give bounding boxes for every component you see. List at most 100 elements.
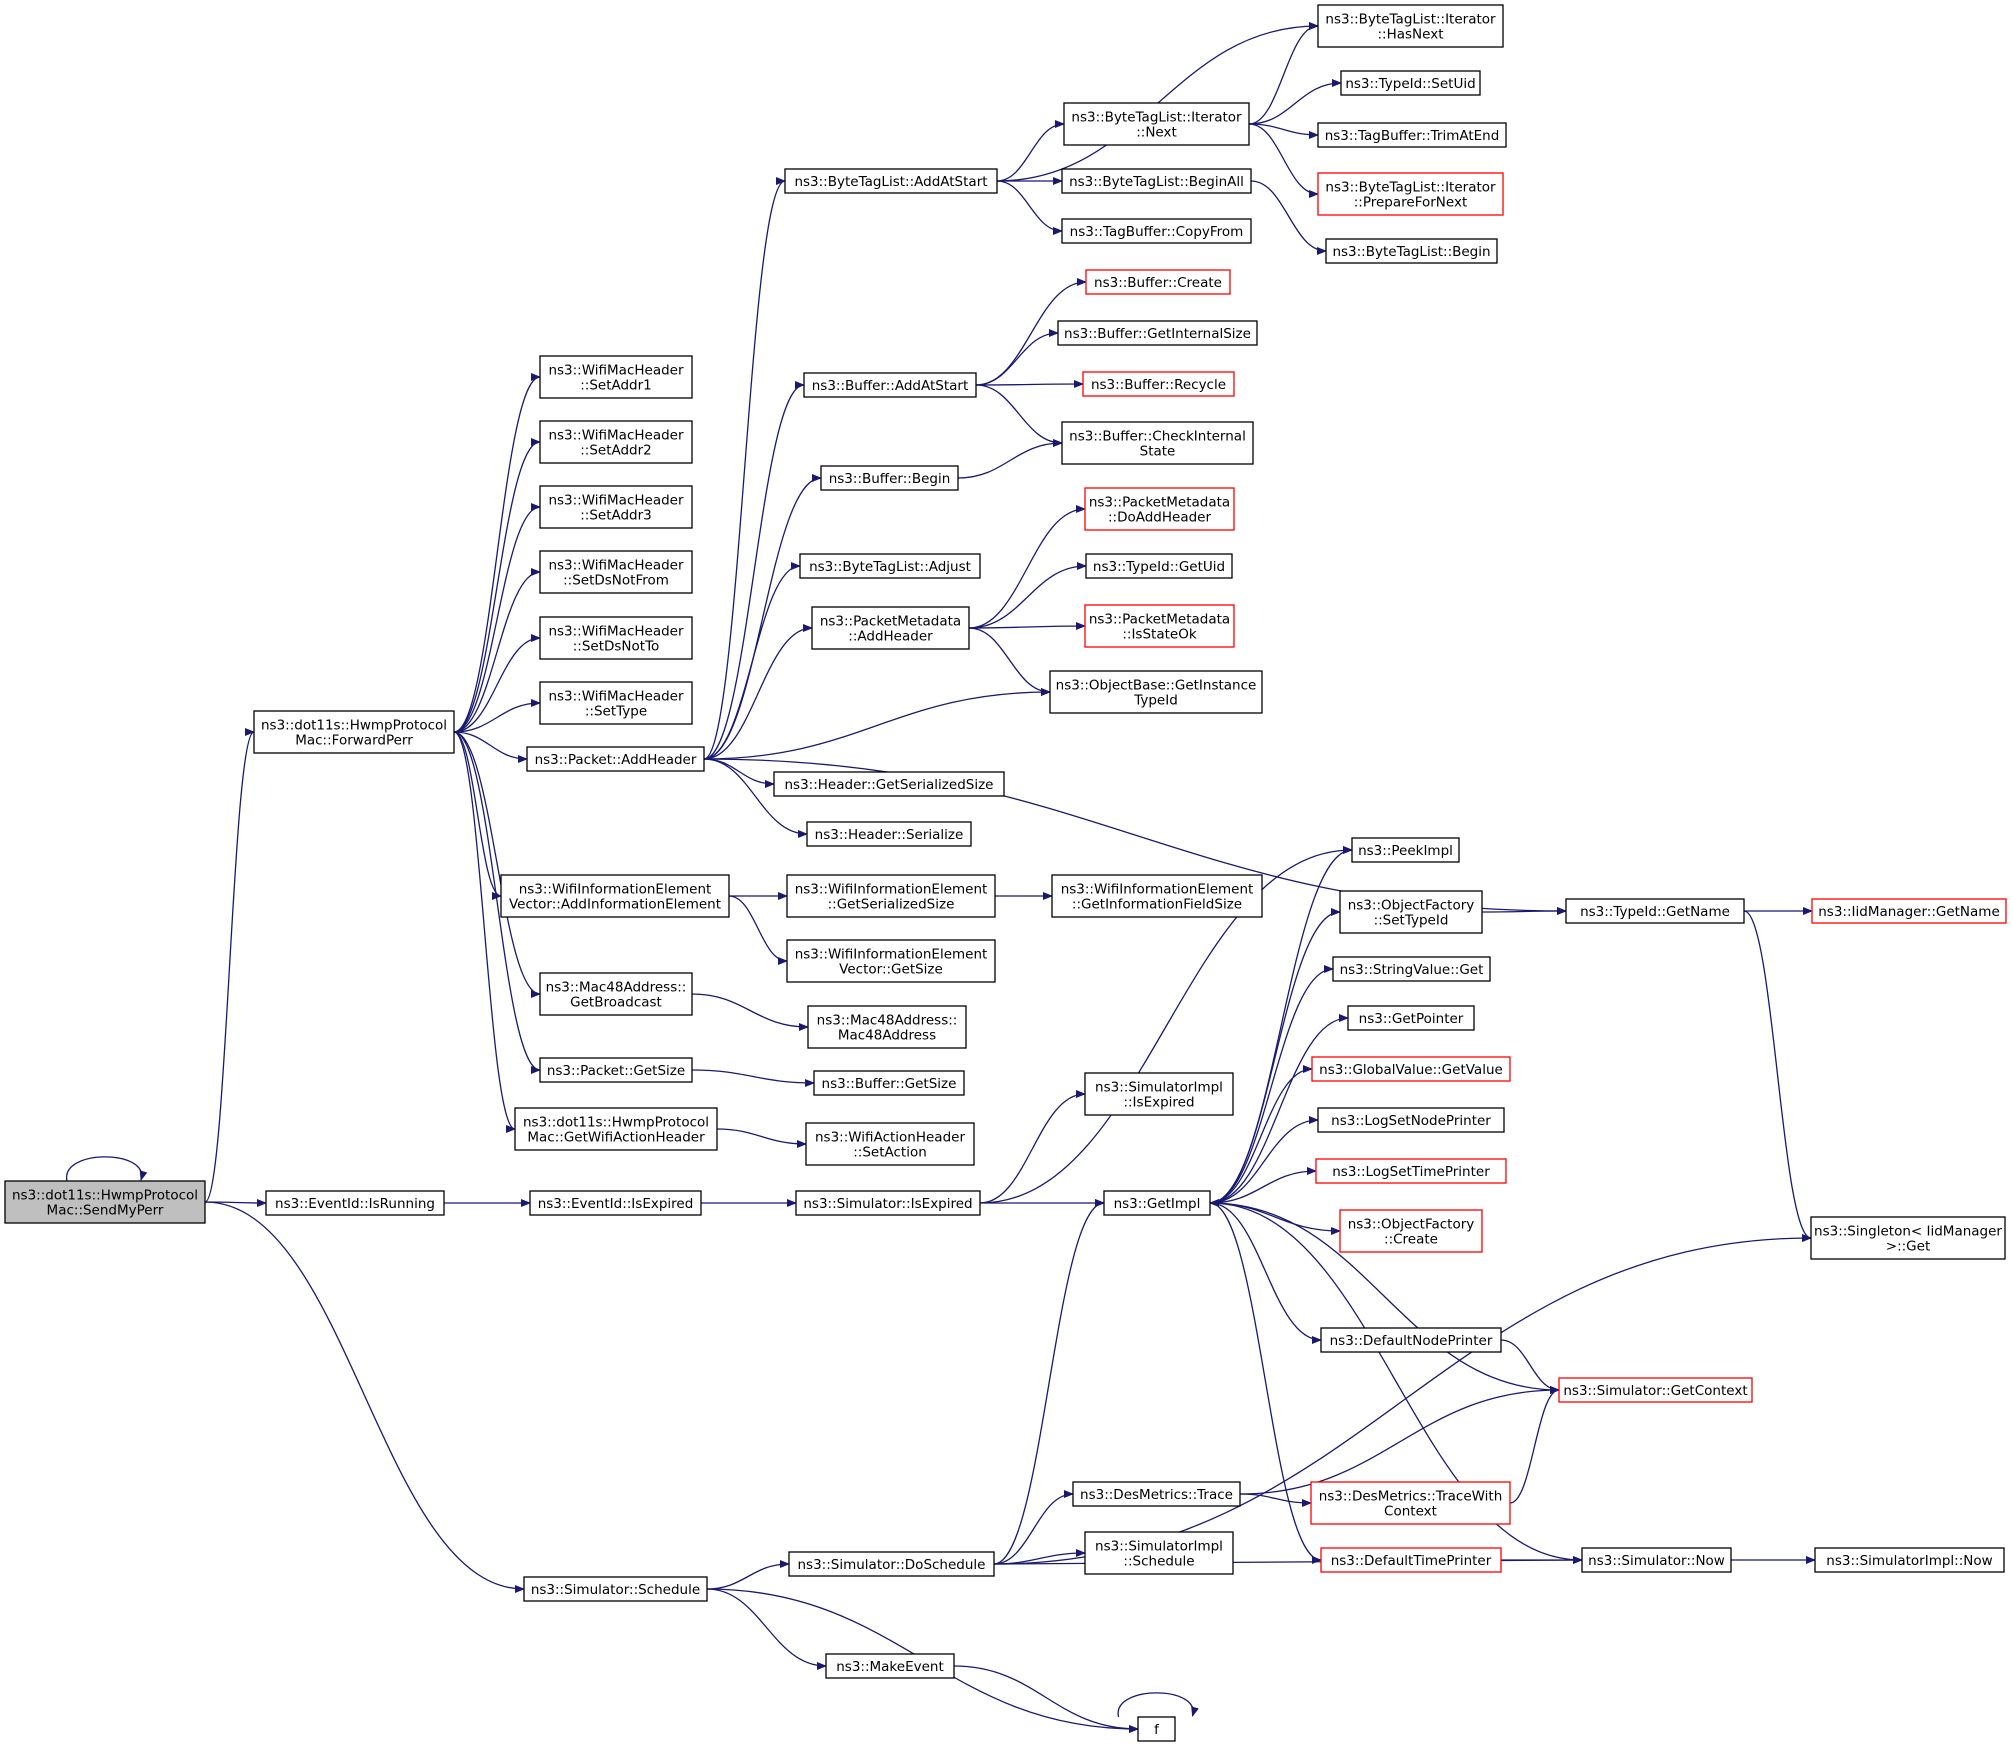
function-node-defaultnodeprinter[interactable]: ns3::DefaultNodePrinter [1320, 1327, 1502, 1353]
function-node-iseventexpired[interactable]: ns3::EventId::IsExpired [529, 1190, 702, 1216]
function-node-setaddr1[interactable]: ns3::WifiMacHeader::SetAddr1 [539, 355, 693, 399]
node-box[interactable] [1103, 1190, 1211, 1216]
function-node-wifiactionsetaction[interactable]: ns3::WifiActionHeader::SetAction [805, 1122, 975, 1166]
function-node-isrunning[interactable]: ns3::EventId::IsRunning [265, 1190, 445, 1216]
node-box[interactable] [1317, 172, 1504, 216]
node-box[interactable] [806, 821, 972, 847]
node-box[interactable] [1317, 4, 1504, 48]
node-box[interactable] [1084, 487, 1235, 531]
function-node-pmaddheader[interactable]: ns3::PacketMetadata::AddHeader [811, 606, 970, 650]
node-box[interactable] [1332, 956, 1491, 982]
node-box[interactable] [1558, 1377, 1753, 1403]
function-node-bufgetsize[interactable]: ns3::Buffer::GetSize [813, 1070, 965, 1096]
node-box[interactable] [788, 1551, 995, 1577]
node-box[interactable] [1339, 890, 1483, 934]
function-node-globalvaluegetvalue[interactable]: ns3::GlobalValue::GetValue [1311, 1056, 1511, 1082]
function-node-btlbegin[interactable]: ns3::ByteTagList::Begin [1325, 238, 1498, 264]
node-box[interactable] [539, 420, 693, 464]
function-node-simgetcontext[interactable]: ns3::Simulator::GetContext [1558, 1377, 1753, 1403]
node-box[interactable] [539, 616, 693, 660]
node-box[interactable] [1311, 1056, 1511, 1082]
node-box[interactable] [1317, 1107, 1505, 1133]
node-box[interactable] [253, 710, 455, 754]
node-box[interactable] [539, 972, 693, 1016]
node-box[interactable] [1085, 269, 1231, 295]
node-box[interactable] [539, 485, 693, 529]
function-node-setdsnotto[interactable]: ns3::WifiMacHeader::SetDsNotTo [539, 616, 693, 660]
function-node-f[interactable]: f [1137, 1716, 1176, 1742]
function-node-typeidgetuid[interactable]: ns3::TypeId::GetUid [1085, 553, 1233, 579]
function-node-logsettimeprinter[interactable]: ns3::LogSetTimePrinter [1315, 1158, 1507, 1184]
node-box[interactable] [1325, 238, 1498, 264]
node-box[interactable] [1814, 1547, 2005, 1573]
node-box[interactable] [1061, 168, 1252, 194]
function-node-iidmanagergetname[interactable]: ns3::IidManager::GetName [1811, 898, 2007, 924]
node-box[interactable] [1084, 1531, 1234, 1575]
function-node-getpointer[interactable]: ns3::GetPointer [1347, 1005, 1475, 1031]
function-node-setaddr2[interactable]: ns3::WifiMacHeader::SetAddr2 [539, 420, 693, 464]
node-box[interactable] [1565, 898, 1745, 924]
function-node-getbroadcast[interactable]: ns3::Mac48Address::GetBroadcast [539, 972, 693, 1016]
node-box[interactable] [795, 1190, 981, 1216]
node-box[interactable] [1320, 1327, 1502, 1353]
node-box[interactable] [805, 1122, 975, 1166]
function-node-addinfoelem[interactable]: ns3::WifiInformationElementVector::AddIn… [500, 874, 730, 918]
function-node-desmetricstrace[interactable]: ns3::DesMetrics::Trace [1072, 1481, 1241, 1507]
node-box[interactable] [1339, 1209, 1483, 1253]
function-node-packetgetsize[interactable]: ns3::Packet::GetSize [539, 1057, 693, 1083]
node-box[interactable] [786, 939, 996, 983]
function-node-mac48address[interactable]: ns3::Mac48Address::Mac48Address [807, 1005, 967, 1049]
function-node-typeidsetuid[interactable]: ns3::TypeId::SetUid [1340, 70, 1481, 96]
node-box[interactable] [1811, 898, 2007, 924]
function-node-pmisstateok[interactable]: ns3::PacketMetadata::IsStateOk [1084, 604, 1235, 648]
function-node-wiegetinfofieldsize[interactable]: ns3::WifiInformationElement::GetInformat… [1051, 874, 1263, 918]
function-node-packetaddheader[interactable]: ns3::Packet::AddHeader [526, 746, 705, 772]
function-node-getimpl[interactable]: ns3::GetImpl [1103, 1190, 1211, 1216]
node-box[interactable] [1340, 70, 1481, 96]
function-node-tagbuffercopyfrom[interactable]: ns3::TagBuffer::CopyFrom [1061, 218, 1252, 244]
function-node-bufaddatstart[interactable]: ns3::Buffer::AddAtStart [803, 372, 977, 398]
node-box[interactable] [4, 1180, 206, 1224]
node-box[interactable] [1310, 1481, 1511, 1525]
function-node-btlhasnext[interactable]: ns3::ByteTagList::Iterator::HasNext [1317, 4, 1504, 48]
node-box[interactable] [825, 1653, 955, 1679]
node-box[interactable] [265, 1190, 445, 1216]
function-node-peekimpl[interactable]: ns3::PeekImpl [1351, 837, 1460, 863]
node-box[interactable] [514, 1107, 718, 1151]
function-node-settype[interactable]: ns3::WifiMacHeader::SetType [539, 681, 693, 725]
function-node-btlbeginall[interactable]: ns3::ByteTagList::BeginAll [1061, 168, 1252, 194]
node-box[interactable] [1810, 1216, 2006, 1260]
function-node-btliteratornext[interactable]: ns3::ByteTagList::Iterator::Next [1063, 102, 1250, 146]
node-box[interactable] [1049, 670, 1263, 714]
node-box[interactable] [1085, 553, 1233, 579]
node-box[interactable] [539, 550, 693, 594]
function-node-simimplschedule[interactable]: ns3::SimulatorImpl::Schedule [1084, 1531, 1234, 1575]
node-box[interactable] [1057, 320, 1258, 346]
function-node-typeidgetname[interactable]: ns3::TypeId::GetName [1565, 898, 1745, 924]
function-node-getwifiactionheader[interactable]: ns3::dot11s::HwmpProtocolMac::GetWifiAct… [514, 1107, 718, 1151]
node-box[interactable] [784, 168, 998, 194]
function-node-simimplnow[interactable]: ns3::SimulatorImpl::Now [1814, 1547, 2005, 1573]
node-box[interactable] [526, 746, 705, 772]
node-box[interactable] [1581, 1547, 1732, 1573]
function-node-bufcreate[interactable]: ns3::Buffer::Create [1085, 269, 1231, 295]
node-box[interactable] [807, 1005, 967, 1049]
node-box[interactable] [1061, 421, 1254, 465]
function-node-bufgetinternalsize[interactable]: ns3::Buffer::GetInternalSize [1057, 320, 1258, 346]
function-node-wievgetsize[interactable]: ns3::WifiInformationElementVector::GetSi… [786, 939, 996, 983]
node-box[interactable] [811, 606, 970, 650]
function-node-headergetsersize[interactable]: ns3::Header::GetSerializedSize [773, 771, 1005, 797]
function-node-defaulttimeprinter[interactable]: ns3::DefaultTimePrinter [1320, 1547, 1502, 1573]
function-node-objfactorycreate[interactable]: ns3::ObjectFactory::Create [1339, 1209, 1483, 1253]
function-node-logsetnodeprinter[interactable]: ns3::LogSetNodePrinter [1317, 1107, 1505, 1133]
function-node-bufrecycle[interactable]: ns3::Buffer::Recycle [1082, 371, 1235, 397]
function-node-simnow[interactable]: ns3::Simulator::Now [1581, 1547, 1732, 1573]
function-node-doschedule[interactable]: ns3::Simulator::DoSchedule [788, 1551, 995, 1577]
function-node-btladdatstart[interactable]: ns3::ByteTagList::AddAtStart [784, 168, 998, 194]
node-box[interactable] [1347, 1005, 1475, 1031]
function-node-objfactorysettypeid[interactable]: ns3::ObjectFactory::SetTypeId [1339, 890, 1483, 934]
node-box[interactable] [773, 771, 1005, 797]
